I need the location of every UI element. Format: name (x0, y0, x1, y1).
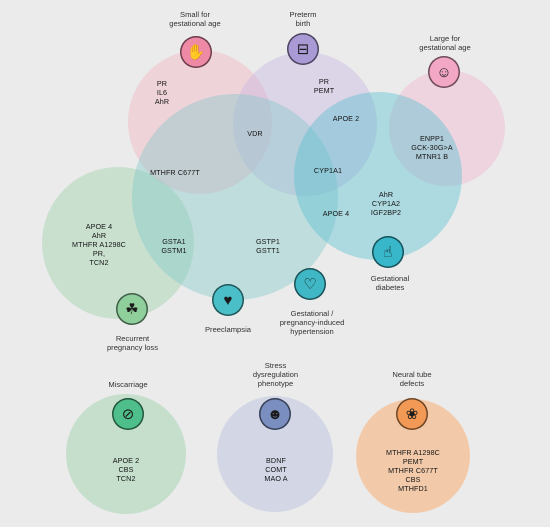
genes-preterm-only: PR PEMT (313, 77, 335, 95)
head-brain-icon: ☻ (259, 398, 291, 430)
title-neural-tube-defects: Neural tube defects (392, 370, 432, 388)
title-small-for-gestational-age: Small for gestational age (169, 10, 221, 28)
circle-recurrent-pregnancy-loss (42, 167, 194, 319)
circle-preterm-birth (233, 52, 377, 196)
genes-gdm: AhR CYP1A2 IGF2BP2 (370, 190, 402, 217)
title-miscarriage: Miscarriage (108, 380, 148, 389)
hand-baby-icon: ✋ (180, 36, 212, 68)
title-large-for-gestational-age: Large for gestational age (419, 34, 471, 52)
title-stress-dysregulation: Stress dysregulation phenotype (252, 361, 299, 388)
circle-stress-dysregulation (217, 396, 333, 512)
no-pregnancy-icon: ⊘ (112, 398, 144, 430)
baby-icon: ☺ (428, 56, 460, 88)
genes-rpl: APOE 4 AhR MTHFR A1298C PR, TCN2 (72, 222, 126, 267)
heartbeat-icon: ♥ (212, 284, 244, 316)
circle-preeclampsia (132, 94, 338, 300)
circle-neural-tube-defects (356, 399, 470, 513)
circle-gestational-diabetes (294, 92, 462, 260)
genes-sga-only: PR IL6 AhR (154, 79, 170, 106)
gene-mthfr-c677t: MTHFR C677T (150, 168, 200, 177)
gene-apoe2-top: APOE 2 (332, 114, 360, 123)
gene-cyp1a1: CYP1A1 (313, 166, 343, 175)
title-gestational-diabetes: Gestational diabetes (370, 274, 410, 292)
circle-miscarriage (66, 394, 186, 514)
brain-icon: ❀ (396, 398, 428, 430)
gene-vdr: VDR (247, 129, 263, 138)
gene-apoe4-mid: APOE 4 (322, 209, 350, 218)
genes-stress: BDNF COMT MAO A (264, 456, 288, 483)
heart-pressure-icon: ♡ (294, 268, 326, 300)
incubator-icon: ⊟ (287, 33, 319, 65)
genes-gstp: GSTP1 GSTT1 (255, 237, 281, 255)
finger-prick-icon: ☝ (372, 236, 404, 268)
title-gestational-hypertension: Gestational / pregnancy-induced hyperten… (279, 309, 345, 336)
genes-ntd: MTHFR A1298C PEMT MTHFR C677T CBS MTHFD1 (386, 448, 440, 493)
genes-lga: ENPP1 GCK-30G>A MTNR1 B (411, 134, 453, 161)
circle-small-for-gestational-age (128, 50, 272, 194)
title-recurrent-pregnancy-loss: Recurrent pregnancy loss (106, 334, 159, 352)
genes-gsta: GSTA1 GSTM1 (161, 237, 187, 255)
title-preterm-birth: Preterm birth (289, 10, 317, 28)
hands-fetus-icon: ☘ (116, 293, 148, 325)
title-preeclampsia: Preeclampsia (204, 325, 251, 334)
genes-miscarriage: APOE 2 CBS TCN2 (112, 456, 140, 483)
circle-large-for-gestational-age (389, 70, 505, 186)
